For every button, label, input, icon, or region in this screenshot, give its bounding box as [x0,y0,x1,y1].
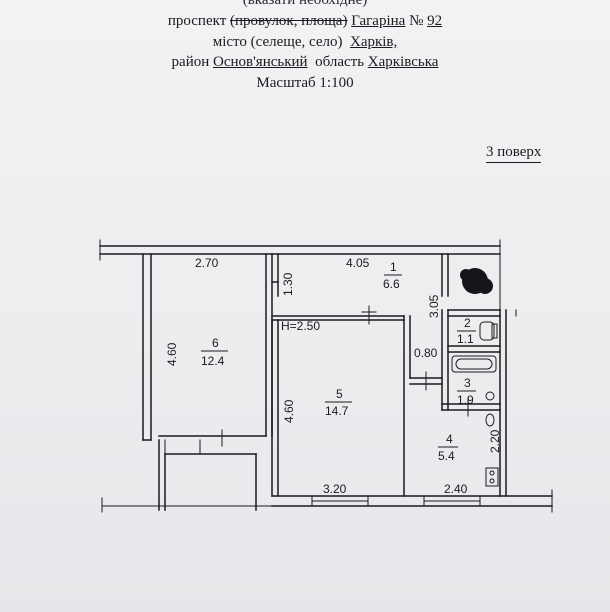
house-number: 92 [427,13,443,29]
dim-corridor: 1.30 [281,272,295,296]
city-label: місто (селеще, село) [212,34,343,50]
district-name: Основ'янський [213,54,308,70]
svg-text:14.7: 14.7 [325,404,349,418]
dim-kitchen: 2.20 [488,429,502,453]
region-line: район Основ'янський область Харківська [0,53,610,71]
floor-label: 3 поверх [486,144,542,163]
dim-kitchen-width: 2.40 [444,482,468,496]
svg-text:1.1: 1.1 [457,332,474,346]
svg-text:5.4: 5.4 [438,449,455,463]
street-name: Гагаріна [351,13,406,29]
oblast-label: область [315,54,365,70]
room-1: 1 6.6 [383,260,402,291]
dim-room1-width: 4.05 [346,256,370,270]
svg-text:6: 6 [212,336,219,350]
svg-text:1.9: 1.9 [457,393,474,407]
street-line: проспект (провулок, площа) Гагаріна № 92 [0,12,610,30]
oblast-name: Харківська [367,54,439,70]
struck-options: (провулок, площа) [230,13,348,29]
bathtub-icon [451,355,497,373]
room-5: 5 14.7 [325,387,352,418]
room-2: 2 1.1 [457,316,476,346]
district-label: район [171,54,210,70]
stove-icon [485,467,499,487]
svg-text:2: 2 [464,316,471,330]
room-4: 4 5.4 [438,432,458,463]
dim-bath-height: 3.05 [427,294,441,318]
sink-icon [485,391,495,427]
svg-text:1: 1 [390,260,397,274]
svg-text:12.4: 12.4 [201,354,225,368]
number-prefix: № [409,13,424,29]
svg-text:5: 5 [336,387,343,401]
ceiling-height: H=2.50 [281,319,320,333]
svg-text:3: 3 [464,376,471,390]
city-name: Харків, [349,34,398,50]
dim-room6-length: 4.60 [165,342,179,366]
dim-doorway: 0.80 [414,346,438,360]
dim-room5-length: 4.60 [282,399,296,423]
room-3: 3 1.9 [457,376,476,407]
instruction-note: (вказати необхідне) [242,0,368,8]
dim-room6-width: 2.70 [195,256,219,270]
ink-blot [460,268,493,294]
dim-room5-width: 3.20 [323,482,347,496]
street-type: проспект [167,13,227,29]
room-6: 6 12.4 [201,336,228,368]
svg-text:6.6: 6.6 [383,277,400,291]
svg-text:4: 4 [446,432,453,446]
scale-line: Масштаб 1:100 [256,75,354,91]
toilet-icon [479,321,498,341]
city-line: місто (селеще, село) Харків, [0,33,610,51]
